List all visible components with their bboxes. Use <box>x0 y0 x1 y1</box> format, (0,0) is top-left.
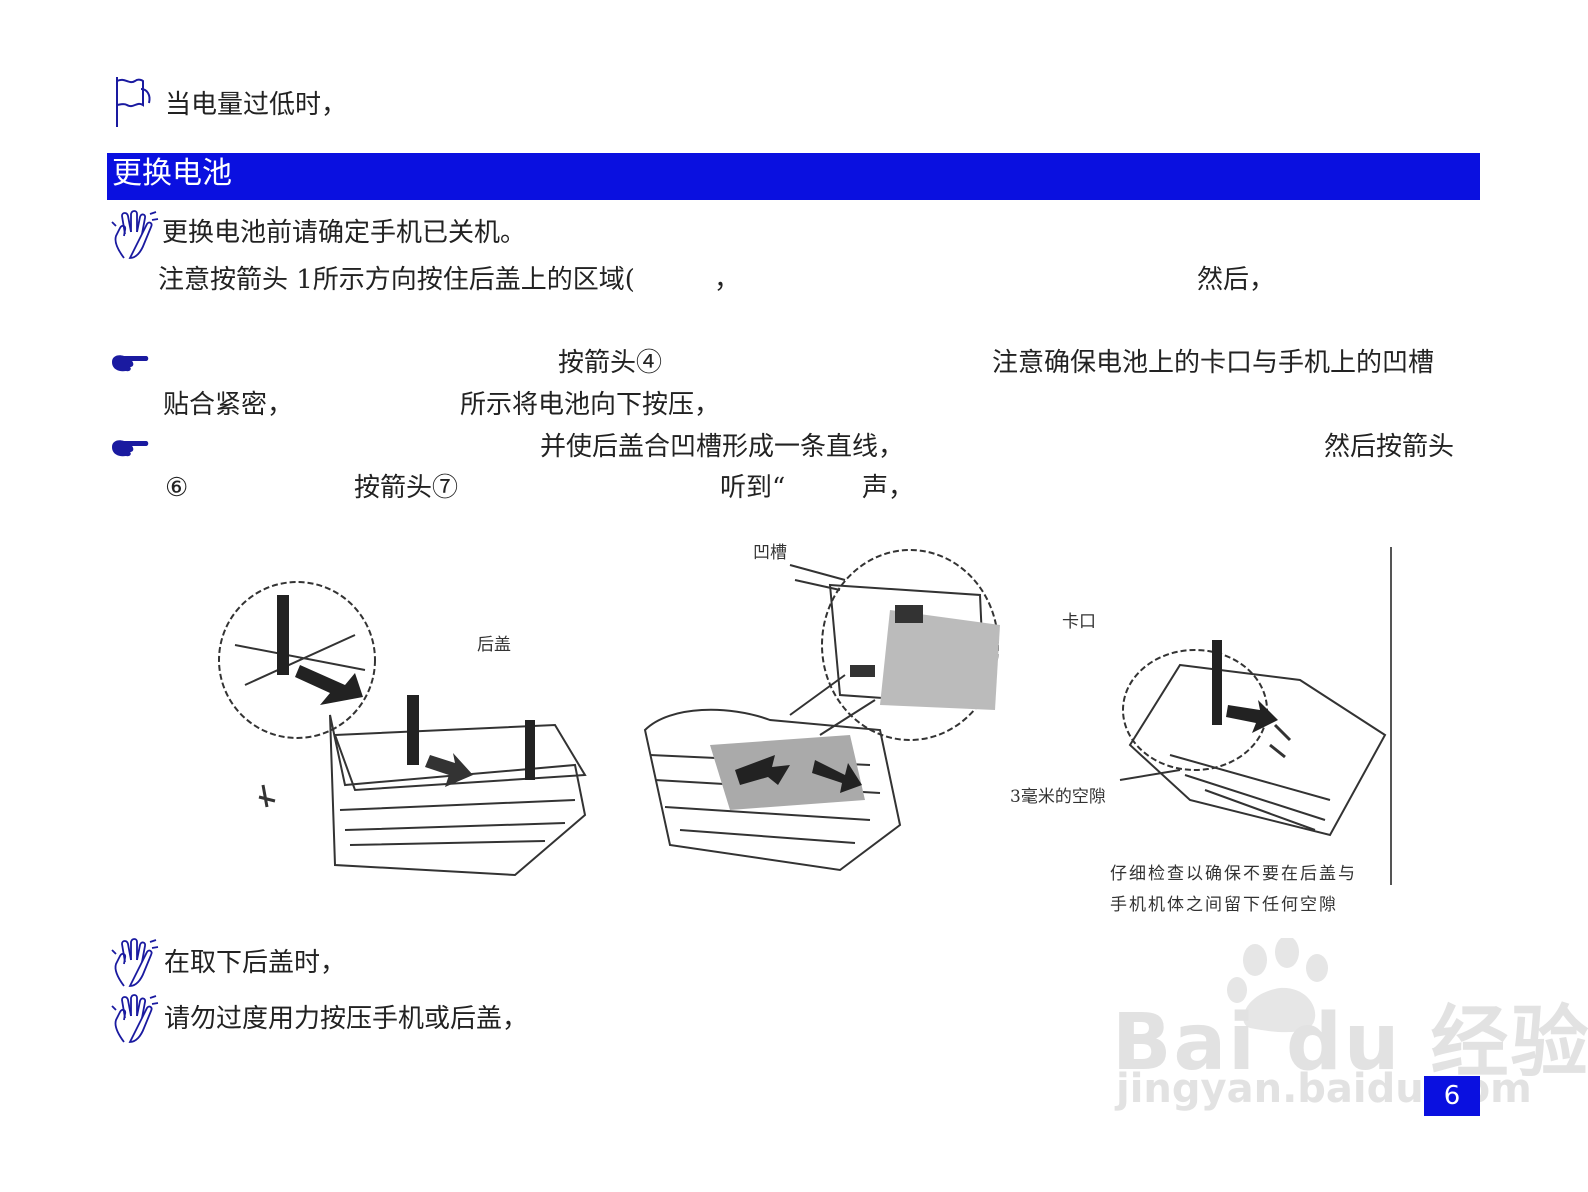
hand-caution-icon <box>110 210 160 262</box>
instruction-line-2b: ， <box>714 265 741 295</box>
watermark-brand: Bai du 经验 <box>1112 998 1588 1088</box>
hand-caution-icon <box>110 938 160 990</box>
note-do-not-press: 请勿过度用力按压手机或后盖， <box>164 1004 529 1034</box>
illustration-check-gap <box>1110 625 1390 844</box>
instruction-line-2a: 注意按箭头 1所示方向按住后盖上的区域( <box>158 265 635 295</box>
instruction-line-3a: 按箭头④ <box>558 348 663 378</box>
divider-line <box>1390 547 1392 885</box>
instruction-line-6d: 声， <box>862 473 915 503</box>
hand-caution-icon <box>110 994 160 1046</box>
paw-logo-icon <box>1225 938 1335 1038</box>
instruction-line-5a: 并使后盖合凹槽形成一条直线， <box>540 432 905 462</box>
pointing-hand-icon <box>110 352 150 374</box>
label-clip: 卡口 <box>1062 612 1096 632</box>
section-header-bar <box>107 153 1480 200</box>
instruction-line-5b: 然后按箭头 <box>1324 432 1455 462</box>
page-number-box <box>1424 1076 1480 1116</box>
illustration-insert-battery <box>640 545 1010 889</box>
label-check-line-2: 手机机体之间留下任何空隙 <box>1110 895 1338 915</box>
instruction-line-3b: 注意确保电池上的卡口与手机上的凹槽 <box>992 348 1435 378</box>
instruction-line-6b: 按箭头⑦ <box>354 473 459 503</box>
instruction-line-6a: ⑥ <box>165 473 189 503</box>
illustration-remove-cover <box>215 575 595 894</box>
page-number: 6 <box>1443 1081 1461 1111</box>
label-gap: 3毫米的空隙 <box>1010 787 1106 807</box>
label-back-cover: 后盖 <box>477 635 511 655</box>
pointing-hand-icon <box>110 437 150 459</box>
flag-note-icon <box>113 75 155 129</box>
instruction-line-2c: 然后， <box>1197 265 1276 295</box>
note-remove-cover: 在取下后盖时， <box>164 948 347 978</box>
instruction-line-4b: 所示将电池向下按压， <box>460 390 721 420</box>
instruction-line-6c: 听到“ <box>720 473 786 503</box>
label-groove: 凹槽 <box>753 543 787 563</box>
instruction-line-1: 更换电池前请确定手机已关机。 <box>162 218 527 248</box>
instruction-line-4a: 贴合紧密， <box>163 390 294 420</box>
label-check-line-1: 仔细检查以确保不要在后盖与 <box>1110 864 1357 884</box>
low-battery-note: 当电量过低时， <box>165 90 348 120</box>
section-title: 更换电池 <box>112 156 232 191</box>
